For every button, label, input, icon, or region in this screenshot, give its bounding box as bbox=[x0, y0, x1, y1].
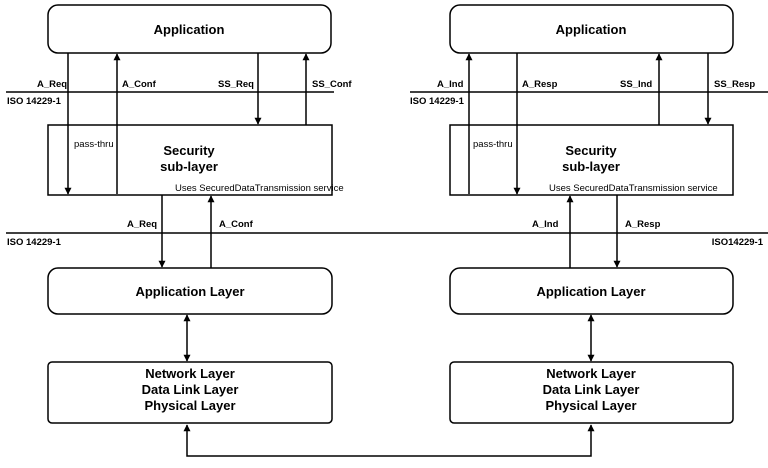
right-security-box bbox=[449, 124, 734, 196]
left-uses-service: Uses SecuredDataTransmission service bbox=[175, 183, 344, 194]
right-application-box bbox=[449, 4, 734, 54]
right-mid-a-ind-label: A_Ind bbox=[532, 219, 559, 230]
left-stack: Application A_Req A_Conf SS_Req SS_Conf … bbox=[6, 4, 352, 424]
physical-link-connector bbox=[183, 424, 595, 457]
right-network-box bbox=[449, 361, 734, 424]
right-data-link-layer: Data Link Layer bbox=[543, 382, 640, 397]
right-pass-thru: pass-thru bbox=[473, 139, 513, 150]
iso-mid-label-left: ISO 14229-1 bbox=[7, 237, 62, 248]
right-application-layer-label: Application Layer bbox=[536, 284, 645, 299]
left-security-box bbox=[47, 124, 333, 196]
right-application-layer-box bbox=[449, 267, 734, 315]
left-application-layer-label: Application Layer bbox=[135, 284, 244, 299]
right-label-a-resp: A_Resp bbox=[522, 79, 558, 90]
left-security-line2: sub-layer bbox=[160, 159, 218, 174]
right-label-ss-ind: SS_Ind bbox=[620, 79, 652, 90]
right-physical-layer: Physical Layer bbox=[545, 398, 636, 413]
right-security-line2: sub-layer bbox=[562, 159, 620, 174]
left-label-a-conf: A_Conf bbox=[122, 79, 157, 90]
left-iso-top-label: ISO 14229-1 bbox=[7, 96, 62, 107]
left-mid-a-conf-label: A_Conf bbox=[219, 219, 254, 230]
right-uses-service: Uses SecuredDataTransmission service bbox=[549, 183, 718, 194]
right-network-layer: Network Layer bbox=[546, 366, 636, 381]
right-mid-a-resp-label: A_Resp bbox=[625, 219, 661, 230]
left-network-layer: Network Layer bbox=[145, 366, 235, 381]
left-data-link-layer: Data Link Layer bbox=[142, 382, 239, 397]
right-application-label: Application bbox=[556, 22, 627, 37]
right-label-ss-resp: SS_Resp bbox=[714, 79, 755, 90]
right-label-a-ind: A_Ind bbox=[437, 79, 464, 90]
left-application-label: Application bbox=[154, 22, 225, 37]
left-label-a-req: A_Req bbox=[37, 79, 67, 90]
left-label-ss-req: SS_Req bbox=[218, 79, 254, 90]
left-network-box bbox=[47, 361, 333, 424]
left-physical-layer: Physical Layer bbox=[144, 398, 235, 413]
right-security-line1: Security bbox=[565, 143, 617, 158]
left-pass-thru: pass-thru bbox=[74, 139, 114, 150]
left-application-layer-box bbox=[47, 267, 333, 315]
left-security-line1: Security bbox=[163, 143, 215, 158]
left-label-ss-conf: SS_Conf bbox=[312, 79, 352, 90]
iso-mid-label-right: ISO14229-1 bbox=[712, 237, 764, 248]
left-application-box bbox=[47, 4, 332, 54]
right-iso-top-label: ISO 14229-1 bbox=[410, 96, 465, 107]
right-stack: Application A_Ind A_Resp SS_Ind SS_Resp … bbox=[410, 4, 768, 424]
left-mid-a-req-label: A_Req bbox=[127, 219, 157, 230]
